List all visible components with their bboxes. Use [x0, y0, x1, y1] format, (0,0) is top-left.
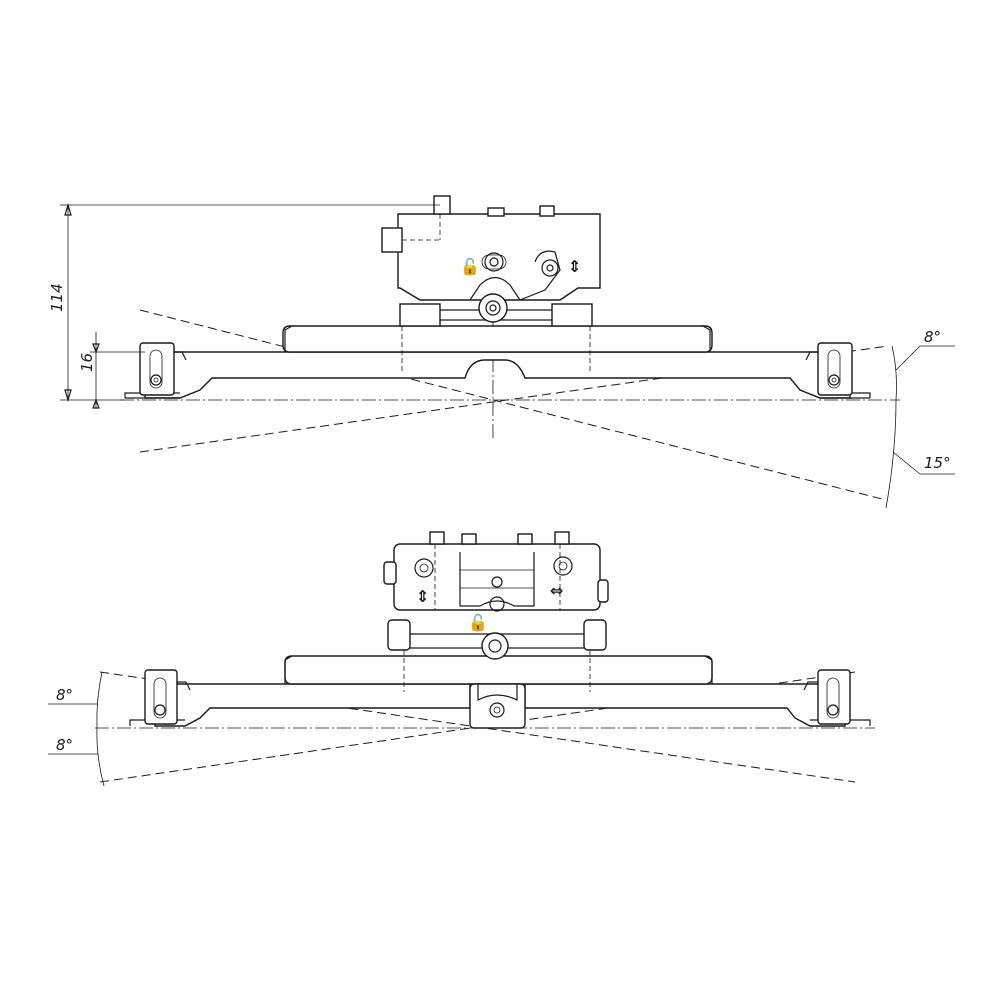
vertical-adjust-icon: ⇕: [416, 587, 429, 606]
dimension-114: 114: [48, 202, 440, 403]
bottom-pivot-left: [387, 619, 411, 651]
bottom-right-bracket: [803, 669, 851, 725]
center-swivel-block: [469, 683, 526, 729]
dimension-16-label: 16: [78, 353, 96, 372]
swivel-bolt-icon: [489, 702, 505, 718]
bracket-screw-icon: [150, 374, 162, 386]
tilt-screw-icon: [541, 259, 559, 277]
bottom-main-pivot-icon: [481, 632, 509, 660]
unlock-icon: 🔓: [468, 613, 488, 632]
horizontal-screw-icon: [553, 556, 573, 576]
bottom-left-bracket: [144, 669, 191, 725]
bottom-pivot-right: [583, 619, 607, 651]
lock-screw-icon: [484, 252, 504, 272]
bottom-mount-head: ⇕ ⇔ 🔓: [383, 531, 609, 692]
bottom-view: ⇕ ⇔ 🔓 8° 8°: [48, 531, 875, 787]
angle-8-label: 8°: [924, 328, 941, 346]
bracket-screw-icon: [828, 374, 840, 386]
left-bracket: [139, 342, 187, 396]
dimension-114-label: 114: [48, 283, 66, 312]
head-side-knob: [381, 227, 403, 253]
main-pivot-bolt-icon: [478, 293, 508, 323]
angle-dims-top: 8° 15°: [885, 328, 955, 509]
bracket-screw-icon: [154, 704, 166, 716]
pivot-block-left: [399, 303, 441, 327]
bottom-angle-up-label: 8°: [56, 686, 73, 704]
pivot-block-right: [551, 303, 593, 327]
bottom-angle-down-label: 8°: [56, 736, 73, 754]
plate-hook-right: [702, 325, 711, 352]
adapter-plate: [282, 325, 713, 353]
mount-head: 🔓 ⇕: [381, 195, 601, 372]
head-top-screw-3: [539, 205, 555, 217]
head-tilt-lever: [519, 250, 561, 301]
bottom-adapter-plate: [284, 655, 713, 685]
unlock-icon: 🔓: [460, 257, 480, 276]
dimension-16: 16: [78, 332, 145, 409]
mount-arm-frame: [144, 351, 851, 399]
vertical-adjust-icon: ⇕: [568, 257, 581, 276]
head-pivot-arc: [469, 276, 521, 301]
bracket-screw-icon: [827, 704, 839, 716]
tilt-line-15-down: [139, 309, 887, 501]
head-top-screw-2: [487, 207, 505, 217]
top-view: 🔓 ⇕ 114 16: [48, 195, 955, 509]
head-housing: [397, 213, 601, 301]
angle-15-label: 15°: [924, 454, 951, 472]
vertical-screw-icon: [414, 558, 434, 578]
angle-dims-bottom: 8° 8°: [48, 671, 105, 787]
right-bracket: [805, 342, 853, 396]
plate-hook-left: [284, 325, 293, 352]
horizontal-adjust-icon: ⇔: [550, 581, 563, 600]
lock-screw-icon: [489, 596, 505, 612]
